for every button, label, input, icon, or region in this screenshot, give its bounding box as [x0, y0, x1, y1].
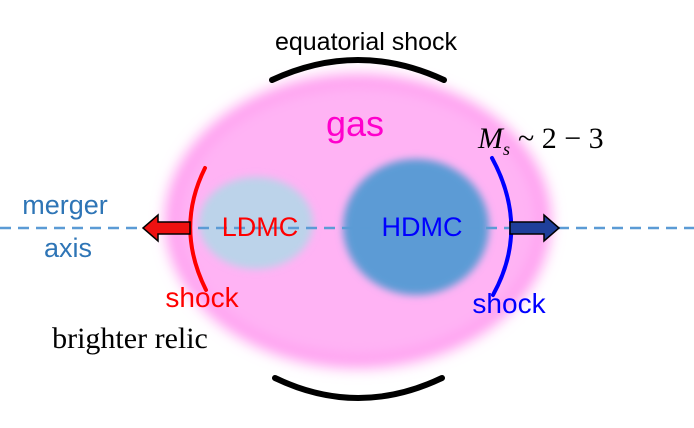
mach-number-label: Ms ~ 2 − 3	[477, 122, 604, 159]
brighter-relic-label: brighter relic	[52, 322, 208, 355]
arrow-left-icon	[141, 213, 191, 243]
equatorial-shock-label: equatorial shock	[275, 28, 458, 56]
arrow-right-icon	[509, 213, 561, 243]
mach-subscript: s	[503, 139, 510, 159]
left-shock-label: shock	[165, 282, 239, 313]
equatorial-shock-arc-top	[269, 57, 447, 83]
ldmc-clump	[199, 177, 313, 269]
mach-relation: ~ 2 − 3	[518, 122, 604, 155]
mach-symbol: M	[477, 122, 505, 155]
gas-label: gas	[326, 103, 384, 144]
merger-label: merger	[22, 190, 108, 220]
hdmc-label: HDMC	[382, 212, 463, 242]
equatorial-shock-arc-bottom	[272, 375, 445, 401]
right-shock-label: shock	[472, 288, 546, 319]
axis-label: axis	[44, 233, 92, 263]
ldmc-label: LDMC	[222, 212, 299, 242]
